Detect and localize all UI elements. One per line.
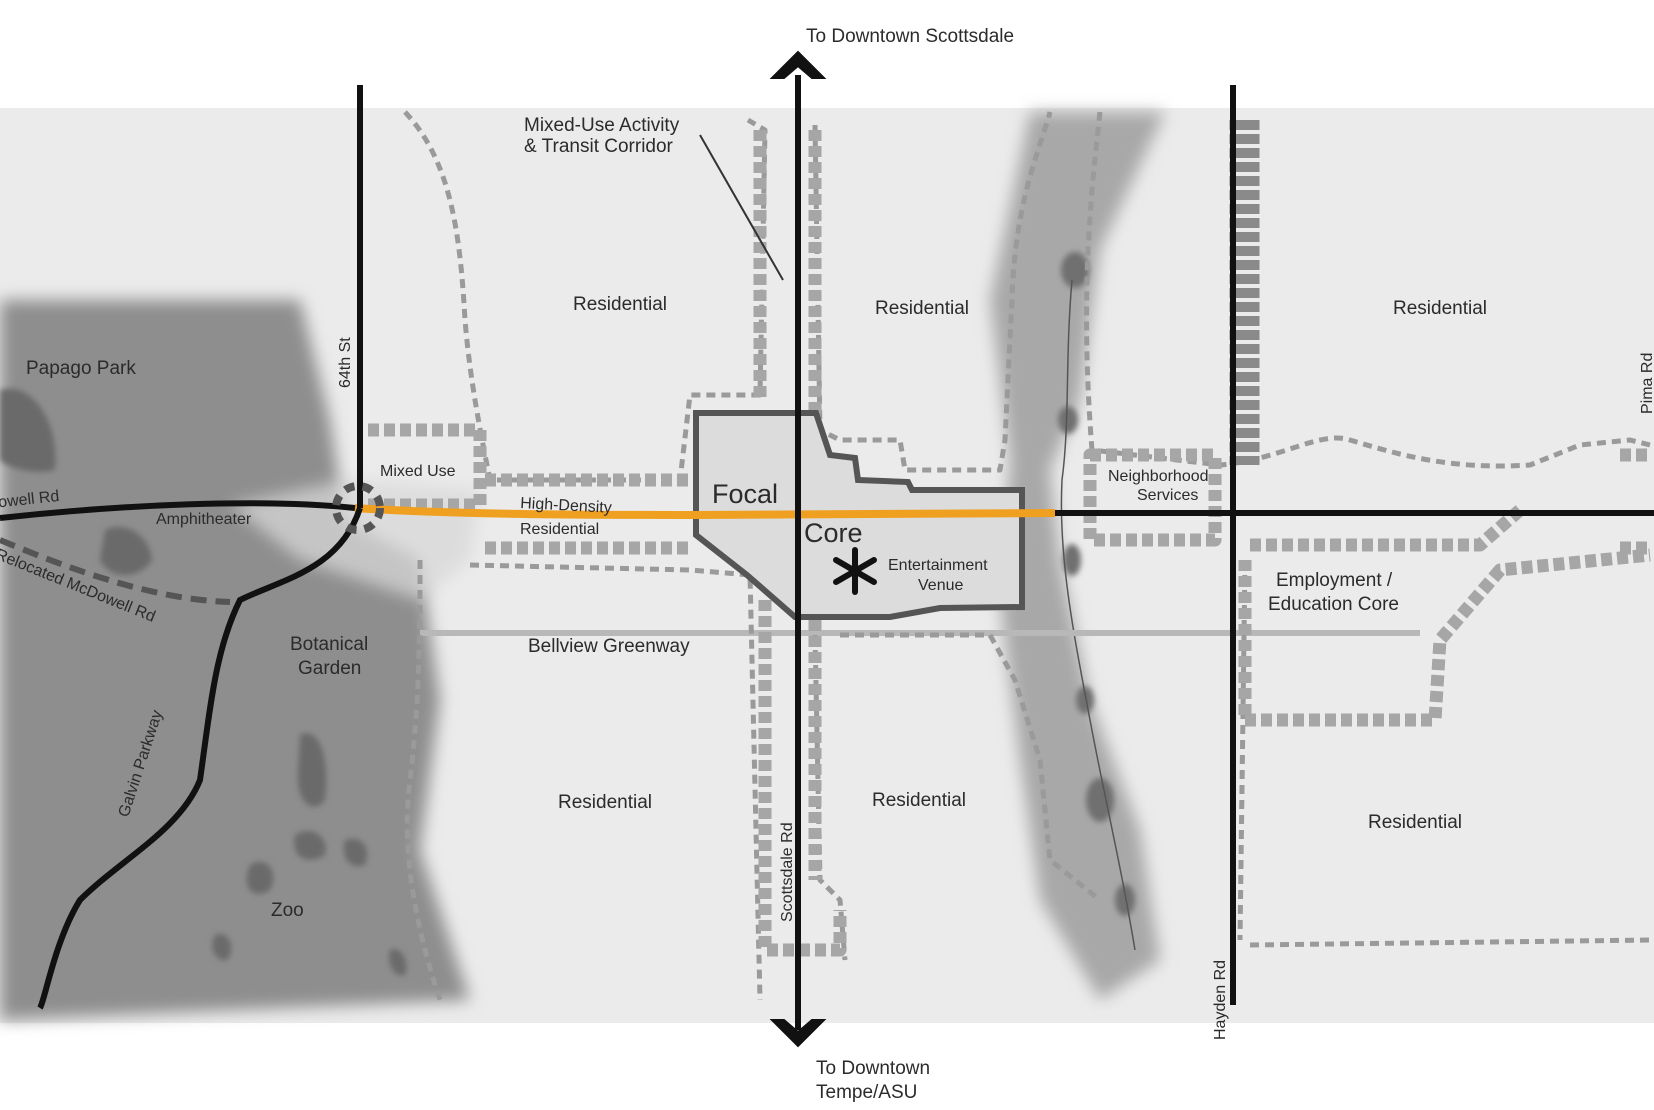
label-neighborhood-1: Neighborhood	[1108, 468, 1209, 485]
label-employment-2: Education Core	[1268, 594, 1399, 615]
label-employment-1: Employment /	[1276, 570, 1393, 591]
label-venue-2: Venue	[918, 577, 963, 594]
label-papago-park: Papago Park	[26, 358, 136, 379]
relocated-mcdowell-line	[0, 537, 231, 605]
eastern-wash	[990, 112, 1165, 1000]
roundabout-64th	[332, 482, 384, 534]
label-64th-st: 64th St	[337, 337, 354, 388]
arrow-south	[769, 1019, 827, 1048]
label-zoo: Zoo	[271, 900, 304, 921]
wash-pools	[1058, 252, 1135, 916]
label-focal: Focal	[712, 479, 778, 509]
galvin-parkway	[37, 507, 363, 1010]
roads	[0, 75, 1654, 1030]
hdr-strip	[485, 473, 690, 555]
label-residential-ne: Residential	[1393, 298, 1487, 319]
label-residential-s: Residential	[872, 790, 966, 811]
park-features	[0, 388, 407, 976]
label-corridor-2: & Transit Corridor	[524, 136, 674, 157]
label-mixed-use: Mixed Use	[380, 463, 456, 480]
transit-corridor-highlight	[354, 504, 1056, 520]
wash-stream	[1060, 279, 1136, 951]
label-to-downtown-south-2: Tempe/ASU	[816, 1082, 917, 1103]
corridor-leader-line	[699, 134, 784, 281]
label-residential-sw: Residential	[558, 792, 652, 813]
pima-box	[1620, 448, 1650, 555]
arrow-north	[769, 50, 827, 79]
label-scottsdale-rd: Scottsdale Rd	[779, 822, 796, 922]
label-corridor-1: Mixed-Use Activity	[524, 115, 680, 136]
label-bellview-greenway: Bellview Greenway	[528, 636, 690, 657]
label-core: Core	[804, 518, 863, 548]
label-venue-1: Entertainment	[888, 557, 988, 574]
label-to-downtown-scottsdale: To Downtown Scottsdale	[806, 26, 1014, 47]
label-residential-nw: Residential	[573, 294, 667, 315]
label-residential-n: Residential	[875, 298, 969, 319]
label-hayden-rd: Hayden Rd	[1212, 960, 1229, 1040]
label-amphitheater: Amphitheater	[156, 511, 252, 528]
label-residential-se: Residential	[1368, 812, 1462, 833]
boundary-sw-residential	[404, 559, 763, 1001]
label-hdr-2: Residential	[520, 521, 599, 538]
boundary-ne-residential	[1084, 111, 1651, 469]
label-pima-rd: Pima Rd	[1639, 353, 1654, 414]
boundary-se-residential	[1237, 559, 1651, 948]
corridor-dashes	[368, 130, 1651, 957]
mixed-use-box	[368, 423, 487, 512]
label-to-downtown-south-1: To Downtown	[816, 1058, 930, 1079]
mcdowell-road-west	[0, 500, 356, 521]
label-botanical-1: Botanical	[290, 634, 368, 655]
entertainment-venue-icon	[833, 547, 877, 595]
employment-core-boundary	[1238, 505, 1651, 727]
neighborhood-box	[1083, 448, 1222, 547]
label-botanical-2: Garden	[298, 658, 361, 679]
label-hdr-1: High-Density	[520, 495, 612, 517]
boundary-n-residential	[812, 111, 1053, 473]
label-mcdowell-rd: owell Rd	[0, 488, 60, 511]
label-neighborhood-2: Services	[1137, 487, 1198, 504]
